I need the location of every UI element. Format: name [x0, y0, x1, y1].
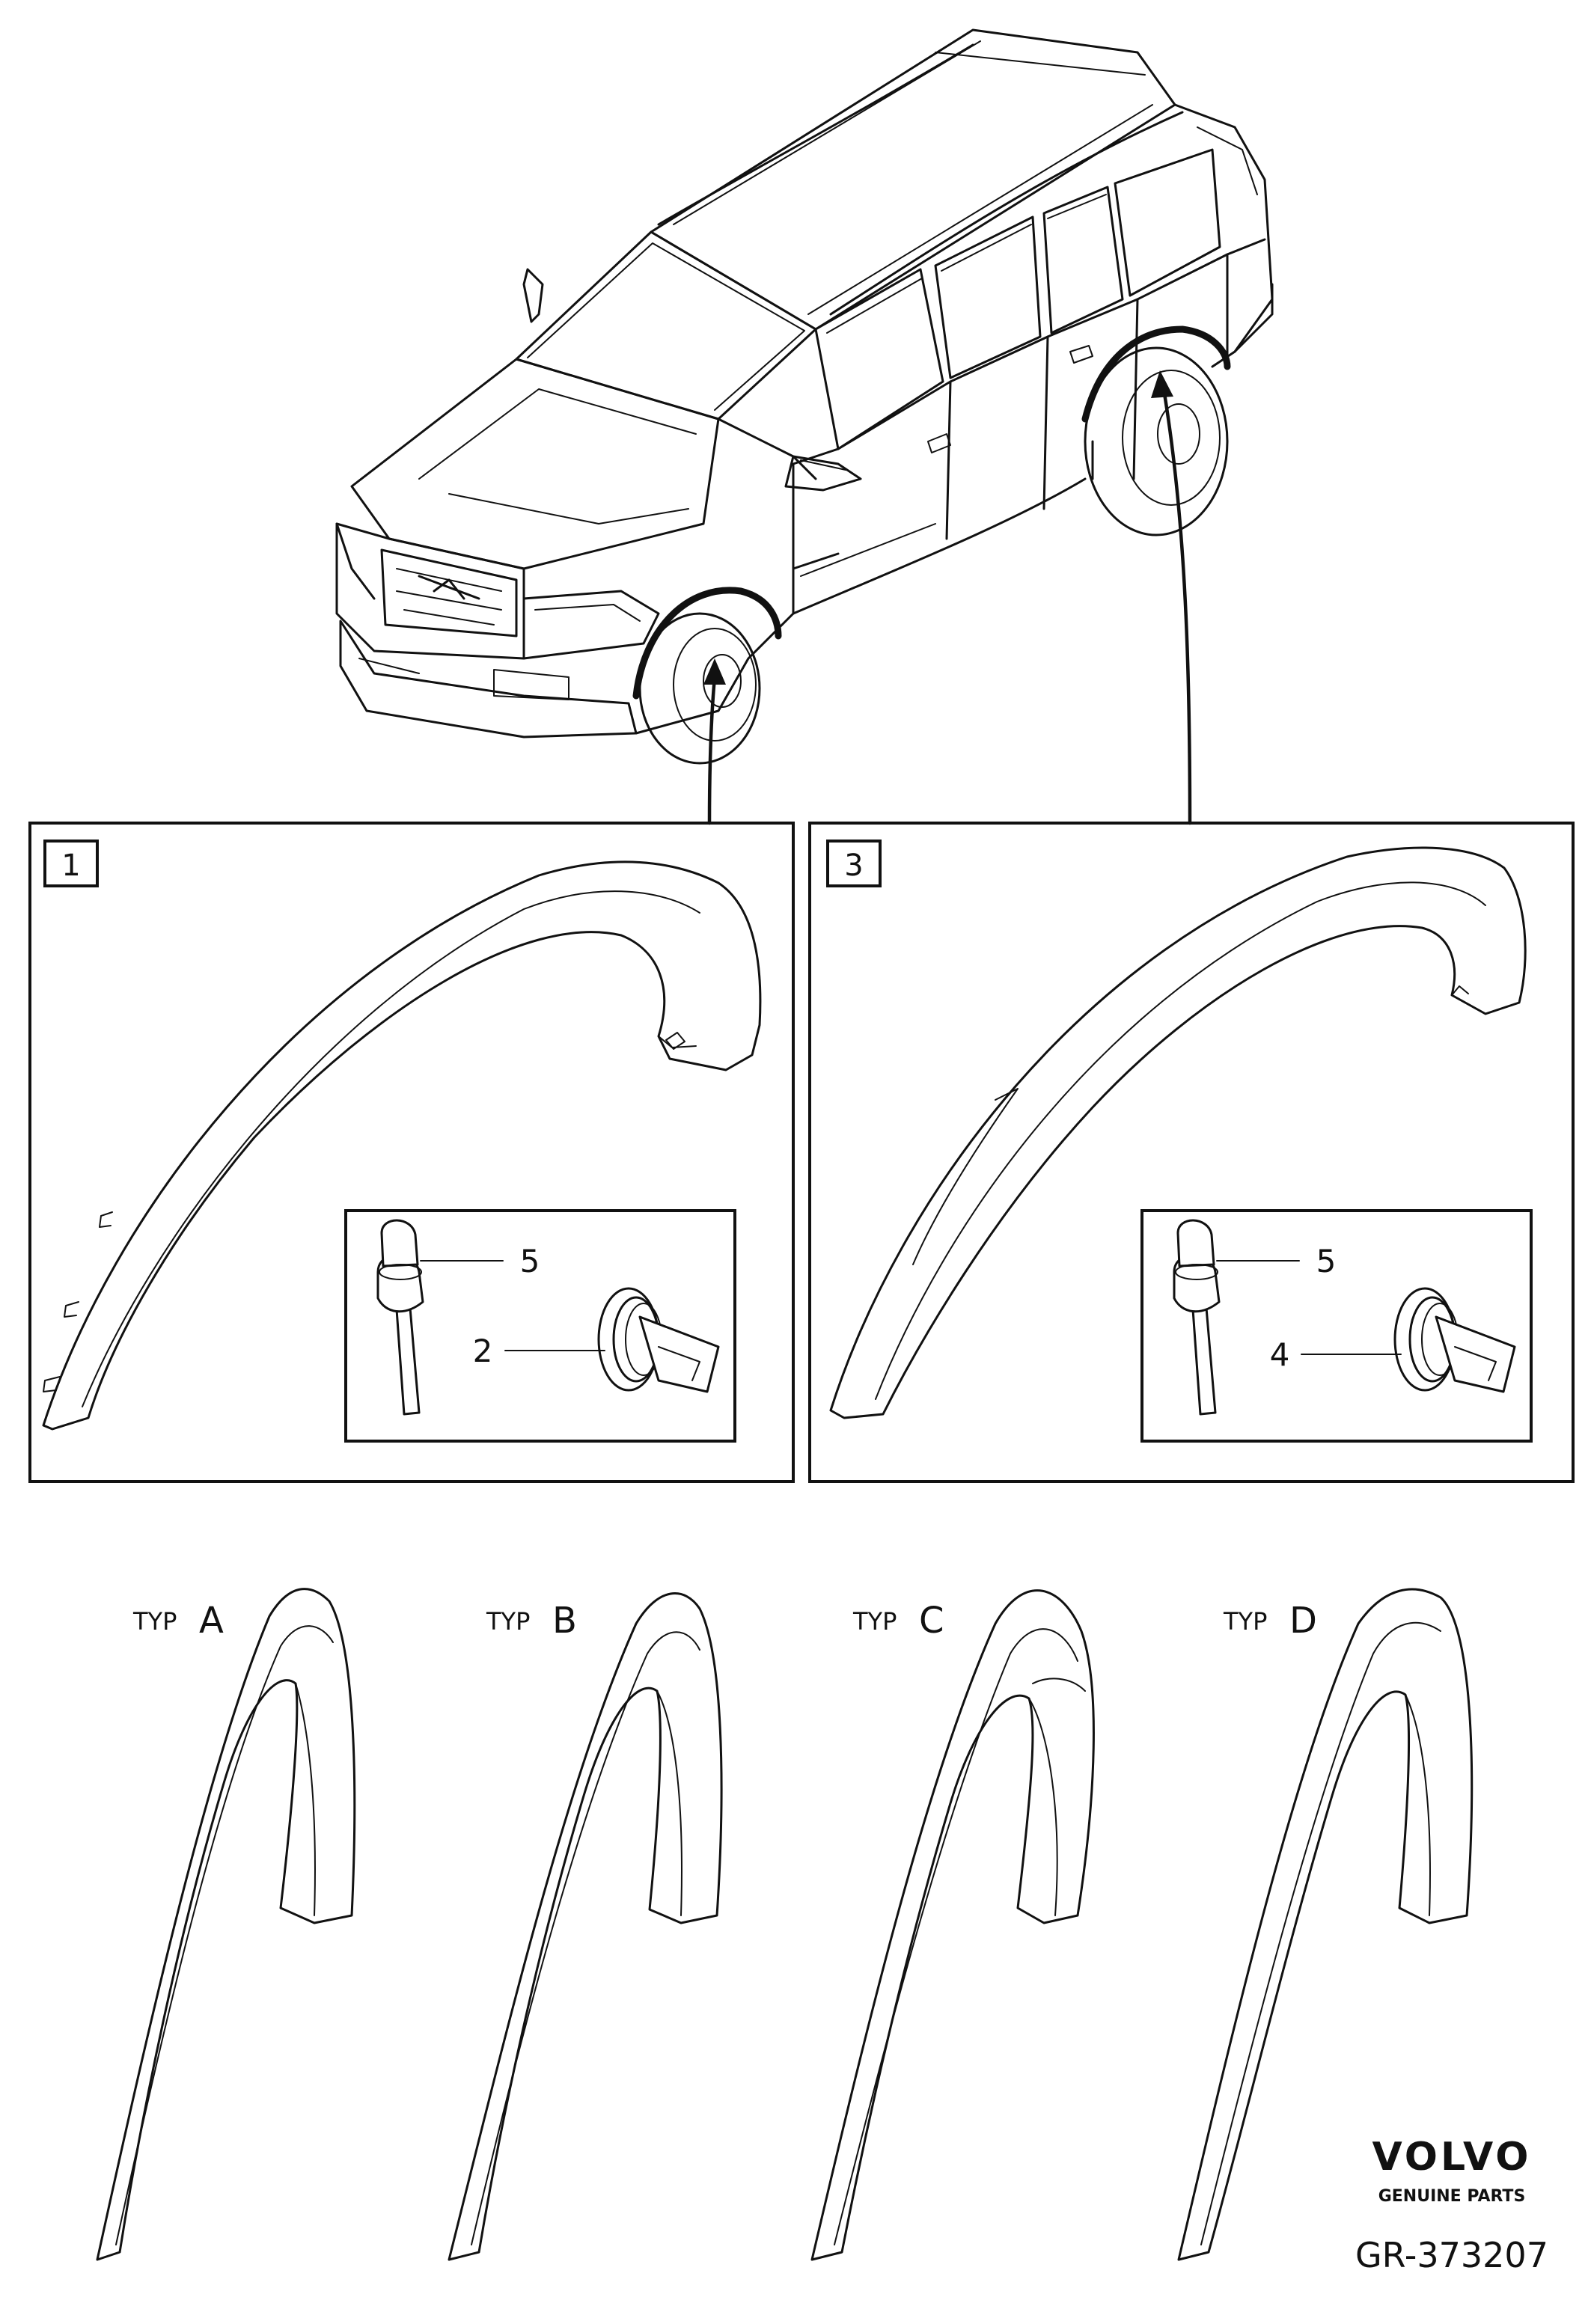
rear-clip-number: 4: [1270, 1336, 1290, 1373]
front-arch-molding: [42, 860, 762, 1431]
brand-tagline: GENUINE PARTS: [1378, 2187, 1526, 2206]
rear-wheel-arch-highlight: [1081, 325, 1231, 423]
rear-arch-molding: [829, 846, 1527, 1419]
type-d-variant: TYP D: [1177, 1588, 1474, 2261]
type-d-letter: D: [1289, 1600, 1317, 1642]
type-a-variant: TYP A: [96, 1588, 356, 2261]
type-c-letter: C: [919, 1600, 944, 1642]
vehicle-illustration: [335, 28, 1274, 825]
figure-code: GR-373207: [1355, 2235, 1548, 2275]
rear-pointer-arrow: [1151, 370, 1192, 825]
front-arch-panel: 1 5 2: [28, 822, 795, 1483]
type-b-variant: TYP B: [448, 1592, 723, 2261]
front-rivet: [376, 1219, 424, 1416]
front-panel-number: 1: [61, 848, 80, 883]
front-clip: [597, 1287, 720, 1393]
rear-rivet: [1173, 1219, 1221, 1416]
front-wheel-arch-highlight: [632, 587, 782, 700]
type-d-prefix: TYP: [1223, 1607, 1267, 1636]
volvo-logo: VOLVO: [1372, 2135, 1531, 2180]
rear-rivet-number: 5: [1316, 1243, 1337, 1279]
type-c-prefix: TYP: [852, 1607, 897, 1636]
rear-clip: [1393, 1287, 1516, 1393]
brand-block: VOLVO GENUINE PARTS GR-373207: [1355, 2135, 1548, 2275]
type-b-prefix: TYP: [486, 1607, 530, 1636]
type-a-letter: A: [199, 1600, 224, 1642]
front-pointer-arrow: [703, 658, 726, 825]
rear-arch-panel: 3 5 4: [808, 822, 1575, 1483]
rear-wheel: [1084, 346, 1229, 536]
rear-panel-number: 3: [844, 848, 863, 883]
type-c-variant: TYP C: [810, 1589, 1095, 2261]
front-clip-number: 2: [473, 1333, 493, 1369]
type-a-prefix: TYP: [132, 1607, 177, 1636]
front-rivet-number: 5: [520, 1243, 540, 1279]
type-b-letter: B: [552, 1600, 577, 1642]
